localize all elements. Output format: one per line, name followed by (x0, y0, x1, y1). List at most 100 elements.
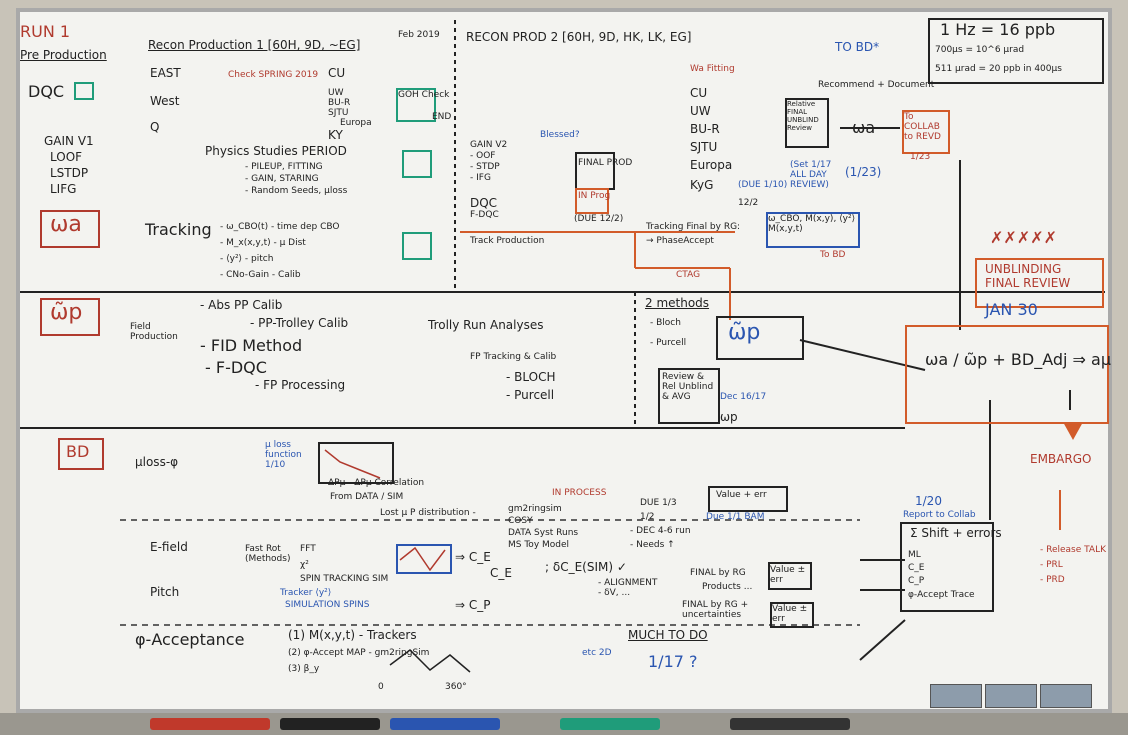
tracking-3: - ⟨y²⟩ - pitch (220, 254, 273, 264)
physics-title: Physics Studies PERIOD (205, 144, 347, 158)
accept-trace: φ-Accept Trace (908, 590, 975, 600)
r2-sjtu: SJTU (690, 140, 717, 154)
phase-accept: → PhaseAccept (646, 236, 714, 246)
mloss-phi: µloss-φ (135, 455, 178, 469)
fp-bloch: - BLOCH (506, 370, 555, 384)
oof: - OOF (470, 151, 495, 161)
r2-cu: CU (690, 86, 707, 100)
end-label: END (432, 112, 451, 122)
much-to-do: MUCH TO DO (628, 628, 708, 642)
feb-label: Feb 2019 (398, 30, 440, 40)
gain-v1: GAIN V1 (44, 134, 94, 148)
final-formula: ωa / ω̃p + BD_Adj ⇒ aµ (925, 350, 1111, 369)
due-3: - DEC 4-6 run (630, 526, 691, 536)
tracking-1: - ω_CBO(t) - time dep CBO (220, 222, 339, 232)
sjtu-label: SJTU (328, 108, 348, 118)
unblinding-label: UNBLINDING FINAL REVIEW (985, 262, 1095, 290)
ce-2: C_E (490, 566, 512, 580)
e-field: E-field (150, 540, 188, 554)
chi2: χ² (300, 560, 309, 570)
gain-v2: GAIN V2 (470, 140, 507, 150)
due-122: (DUE 12/2) (574, 214, 623, 224)
fp-tracking: FP Tracking & Calib (470, 352, 556, 362)
uw-label: UW (328, 88, 344, 98)
fid-method: - FID Method (200, 336, 302, 355)
final-rg-2: FINAL by RG + uncertainties (682, 600, 767, 620)
final-prod: FINAL PROD (578, 158, 632, 168)
set-117: (Set 1/17 ALL DAY REVIEW) (790, 160, 840, 190)
physics-1: - PILEUP, FITTING (245, 162, 323, 172)
prl: - PRL (1040, 560, 1063, 570)
cosy: COSY (508, 516, 533, 526)
q-label: Q (150, 120, 159, 134)
tracking-4: - CNo-Gain - Calib (220, 270, 301, 280)
ce: C_E (908, 563, 924, 573)
field-production: Field Production (130, 322, 180, 342)
embargo: EMBARGO (1030, 452, 1091, 466)
ms-toy: MS Toy Model (508, 540, 569, 550)
lifg-label: LIFG (50, 182, 76, 196)
cp: C_P (908, 576, 924, 586)
phi-acceptance: φ-Acceptance (135, 630, 244, 649)
due-110: (DUE 1/10) (738, 180, 787, 190)
r2-bur: BU-R (690, 122, 720, 136)
f-dqc: - F-DQC (205, 358, 267, 377)
r2-uw: UW (690, 104, 711, 118)
to-collab: To COLLAB to REVD (904, 112, 946, 142)
west-label: West (150, 94, 180, 108)
track-production: Track Production (470, 236, 544, 246)
final-rg: FINAL by RG (690, 568, 746, 578)
to-bd-label: TO BD* (835, 40, 879, 54)
r2-wa: ωa (852, 118, 875, 137)
due-1-1: Due 1/1 BAM (706, 512, 764, 522)
scale-1: 1 Hz = 16 ppb (940, 20, 1055, 39)
tracker-y2: Tracker ⟨y²⟩ (280, 588, 331, 598)
m-purcell: - Purcell (650, 338, 686, 348)
in-process: IN PROCESS (552, 488, 606, 498)
omega-p-final: ωp (720, 410, 738, 424)
to-bd-2: To BD (820, 250, 845, 260)
abs-pp-calib: - Abs PP Calib (200, 298, 282, 312)
report-collab: Report to Collab (903, 510, 976, 520)
recommend: Recommend + Document (818, 80, 934, 90)
scale-2: 700µs = 10^6 µrad (935, 45, 1024, 55)
fast-rot: Fast Rot (Methods) (245, 544, 303, 564)
bd-label: BD (66, 442, 89, 461)
accept-2: (2) φ-Accept MAP - gm2ringSim (288, 648, 429, 658)
strikethrough-text: ✗✗✗✗✗ (990, 228, 1057, 247)
two-methods: 2 methods (645, 296, 709, 310)
data-runs: DATA Syst Runs (508, 528, 578, 538)
recon-prod-2-title: RECON PROD 2 [60H, 9D, HK, LK, EG] (466, 30, 691, 44)
tracking-final-box-text: ω_CBO, M(x,y), ⟨y²⟩ M(x,y,t) (768, 214, 856, 234)
value-err: Value + err (716, 490, 767, 500)
r2-kyg: KyG (690, 178, 713, 192)
from-data: From DATA / SIM (330, 492, 403, 502)
run-label: RUN 1 (20, 22, 70, 41)
sim-spins: SIMULATION SPINS (285, 600, 369, 610)
checkbox (402, 232, 432, 260)
zero-label: 0 (378, 682, 384, 692)
fp-processing: - FP Processing (255, 378, 345, 392)
alignment: - ALIGNMENT - δV, ... (598, 578, 658, 598)
ce-1: ⇒ C_E (455, 550, 491, 564)
products: Products ... (702, 582, 752, 592)
cu-label: CU (328, 66, 345, 80)
omega-p-value: ω̃p (728, 320, 760, 345)
pitch: Pitch (150, 585, 179, 599)
pp-trolley-calib: - PP-Trolley Calib (250, 316, 348, 330)
due-2: 1/2 (640, 512, 654, 522)
scale-3: 511 µrad = 20 ppb in 400µs (935, 64, 1062, 74)
d123: (1/23) (845, 165, 881, 179)
physics-2: - GAIN, STARING (245, 174, 319, 184)
bur-label: BU-R (328, 98, 350, 108)
d123b: 1/23 (910, 152, 930, 162)
goh-check-label: GOH Check (398, 90, 449, 100)
recon-prod-1-title: Recon Production 1 [60H, 9D, ~EG] (148, 38, 360, 52)
d120: 1/20 (915, 494, 942, 508)
d117: 1/17 ? (648, 652, 698, 671)
omega-a-label: ωa (50, 212, 82, 237)
east-label: EAST (150, 66, 181, 80)
dqc-label: DQC (28, 82, 64, 101)
wa-fitting: Wa Fitting (690, 64, 735, 74)
lstdp-label: LSTDP (50, 166, 88, 180)
